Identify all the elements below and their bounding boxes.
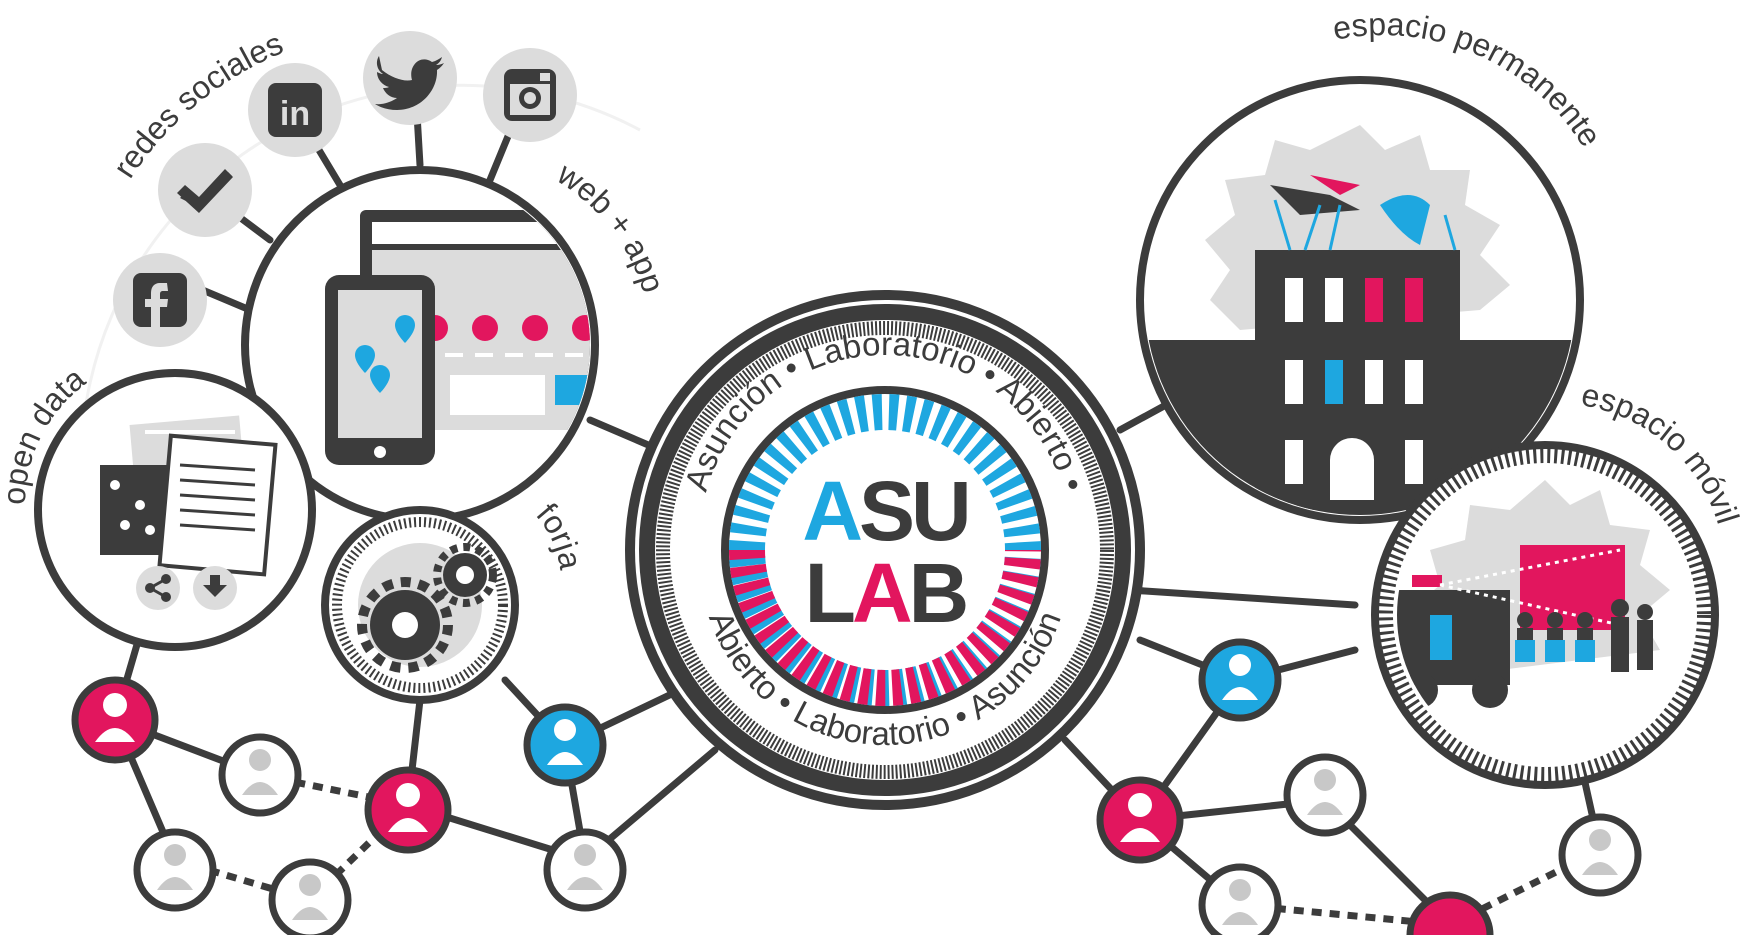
logo-line-1: ASU [802, 464, 967, 558]
person-node-gray [218, 733, 302, 817]
social-icon-twitter [363, 31, 457, 125]
person-node-gray [1283, 753, 1367, 837]
forja-node [321, 506, 519, 704]
open-data-node [34, 369, 316, 651]
person-node-pink [364, 766, 452, 854]
person-node-gray [543, 828, 627, 912]
person-node-gray [268, 858, 352, 935]
social-icon-linkedin: in [248, 63, 342, 157]
person-node-gray [1558, 813, 1642, 897]
phone-icon [325, 275, 435, 465]
espacio-movil-node [1371, 441, 1719, 789]
person-node-blue [1198, 638, 1282, 722]
person-node-pink [1096, 776, 1184, 864]
svg-text:in: in [280, 95, 310, 133]
share-icon [145, 574, 171, 602]
person-node-gray [1198, 863, 1282, 935]
asulab-hub: Asunción • Laboratorio • Abierto • Abier… [625, 290, 1145, 810]
person-node-pink [1406, 891, 1494, 935]
label-forja: forja [530, 496, 589, 572]
espacio-permanente-node [1136, 76, 1584, 524]
social-icon-instagram [483, 48, 577, 142]
person-node-gray [133, 828, 217, 912]
gear-icon [357, 543, 497, 673]
social-icon-foursquare [158, 143, 252, 237]
person-node-blue [523, 703, 607, 787]
download-icon [203, 575, 227, 597]
logo-line-2: LAB [805, 546, 966, 640]
web-app-node [241, 166, 599, 524]
social-icon-facebook [113, 253, 207, 347]
person-node-pink [71, 676, 159, 764]
person-nodes [71, 638, 1642, 935]
